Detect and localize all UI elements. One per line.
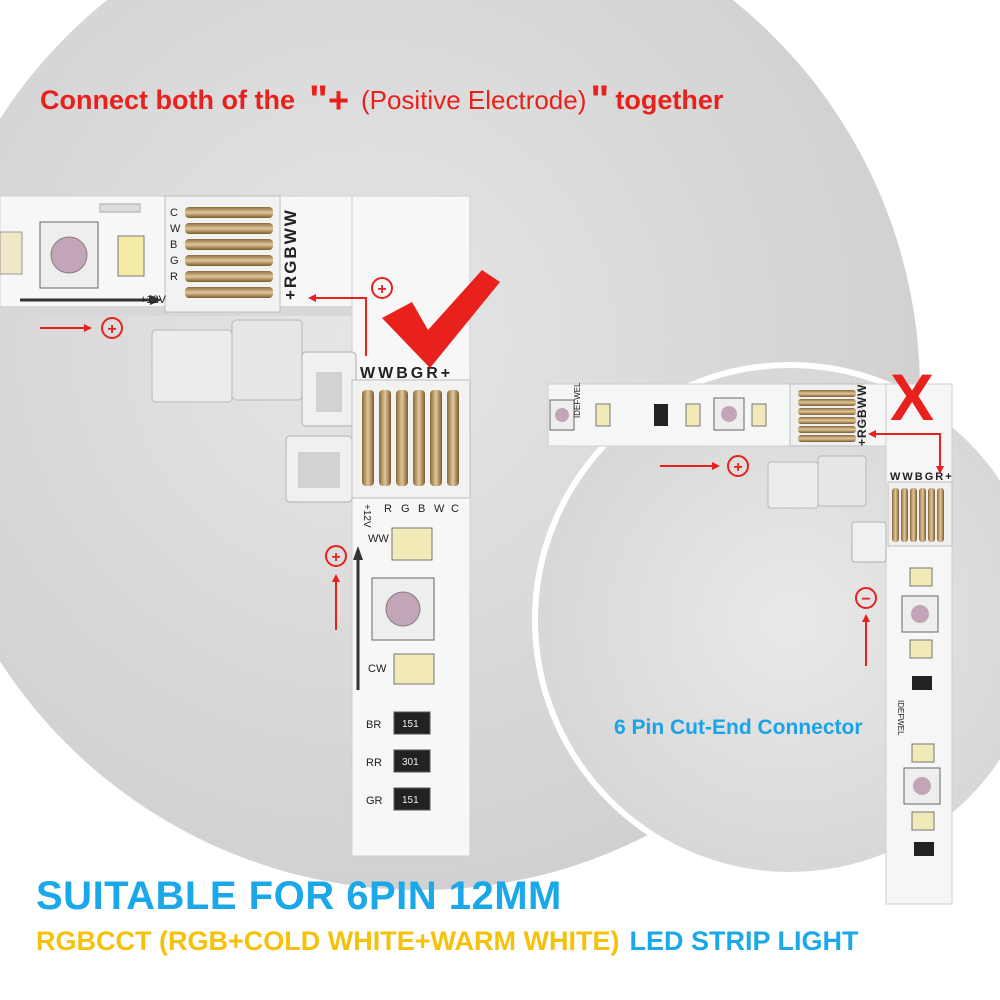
plus-marker-1: +	[107, 321, 116, 338]
positive-annotations-large	[40, 277, 393, 630]
brand-label-vertical: IDEFWEL	[896, 700, 905, 736]
big-side-g: G	[170, 255, 179, 267]
pad-gr-label: GR	[366, 795, 383, 807]
headline-close-quote: "	[590, 78, 610, 122]
big-side-b: B	[170, 239, 177, 251]
pad-ww-label: WW	[368, 533, 389, 545]
checkmark-icon	[382, 270, 500, 368]
footer-line1: SUITABLE FOR 6PIN 12MM	[36, 874, 562, 918]
resistor-301-label: 301	[402, 757, 419, 768]
background-circle-small	[532, 362, 1000, 878]
headline-part3: together	[615, 85, 724, 115]
pad-br-label: BR	[366, 719, 381, 731]
big-bottom-12v: +12V	[361, 504, 372, 528]
connector-caption: 6 Pin Cut-End Connector	[614, 716, 863, 739]
led-strip-small	[547, 383, 953, 905]
headline-part1: Connect both of the	[40, 85, 295, 115]
pad-cw-label: CW	[368, 663, 387, 675]
big-side-w: W	[170, 223, 181, 235]
headline-part2: (Positive Electrode)	[360, 85, 587, 115]
big-bottom-c: C	[451, 503, 459, 515]
footer-line2-yellow: RGBCCT (RGB+COLD WHITE+WARM WHITE)	[36, 926, 620, 956]
big-side-r: R	[170, 271, 178, 283]
headline-plus: +	[327, 79, 349, 121]
plus-marker-4: +	[733, 459, 742, 476]
big-bottom-w: W	[434, 503, 445, 515]
resistor-151-label: 151	[402, 719, 419, 730]
gold-pins-horizontal	[185, 207, 273, 298]
resistor-151b-label: 151	[402, 795, 419, 806]
minus-marker: −	[861, 591, 870, 608]
plus-marker-2: +	[377, 281, 386, 298]
headline-open-quote: "	[308, 78, 328, 122]
big-bottom-g: G	[401, 503, 410, 515]
big-side-c: C	[170, 207, 178, 219]
big-bottom-r: R	[384, 503, 392, 515]
annotations-small	[660, 430, 944, 666]
big-bottom-b: B	[418, 503, 425, 515]
big-side-12v: +12V	[140, 294, 167, 306]
gold-pins-vertical	[362, 390, 459, 486]
big-pins-vertical-label: WWBGR+	[360, 365, 453, 382]
footer-line2: RGBCCT (RGB+COLD WHITE+WARM WHITE) LED ST…	[36, 926, 858, 957]
footer-line2-blue: LED STRIP LIGHT	[629, 926, 859, 956]
small-pins-vertical-label: WWBGR+	[890, 471, 954, 483]
headline: Connect both of the"+(Positive Electrode…	[40, 78, 940, 138]
led-strip-large	[0, 195, 471, 857]
small-pins-label: +RGBWW	[855, 384, 869, 446]
brand-label: IDEFWEL	[573, 382, 582, 418]
big-pins-label: +RGBWW	[281, 208, 300, 300]
pad-rr-label: RR	[366, 757, 382, 769]
wrong-x-icon: X	[890, 360, 934, 434]
plus-marker-3: +	[331, 549, 340, 566]
